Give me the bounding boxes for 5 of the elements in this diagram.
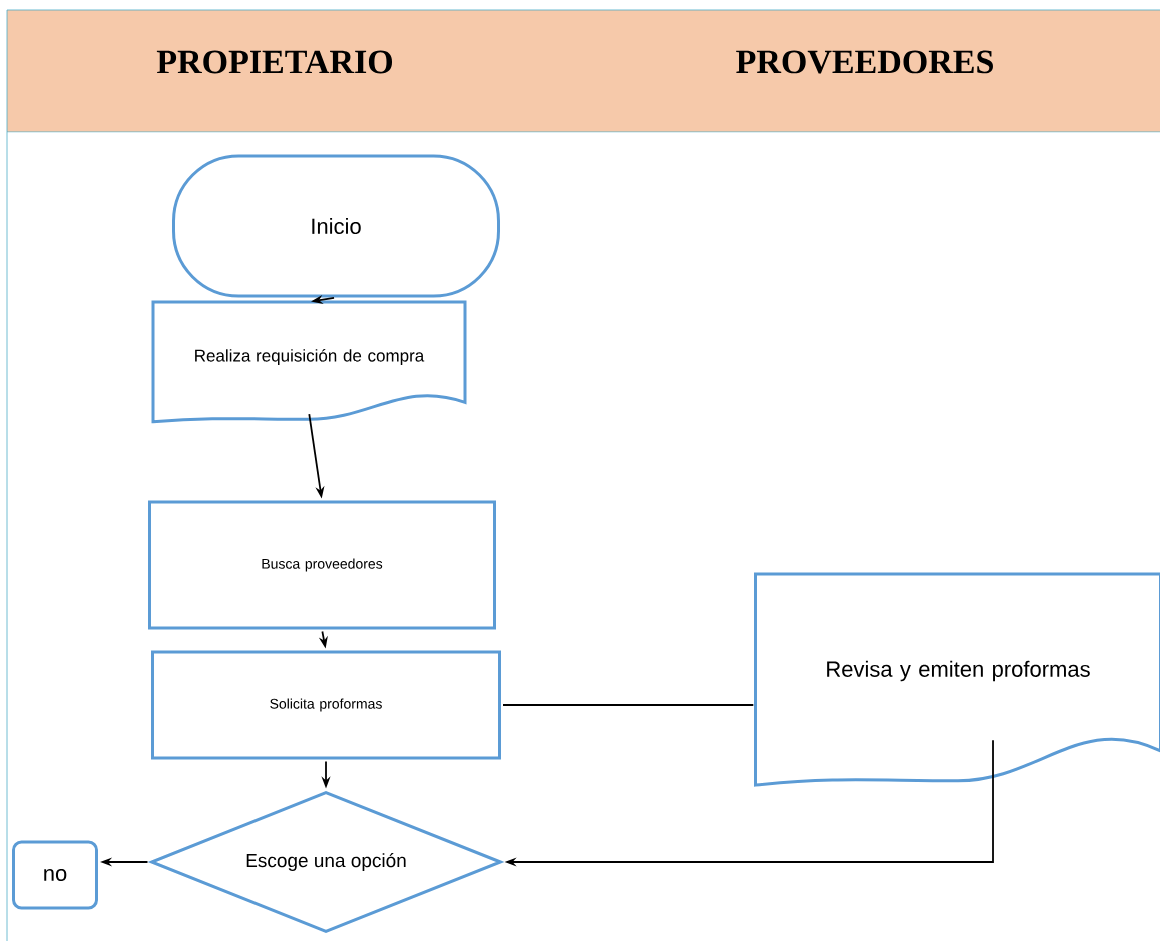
process-box: Busca proveedores (148, 500, 496, 630)
process-box: Solicita proformas (151, 650, 501, 760)
lane-title: PROVEEDORES (736, 50, 993, 74)
lane-title: PROPIETARIO (156, 50, 393, 74)
rounded-box: no (12, 840, 98, 910)
